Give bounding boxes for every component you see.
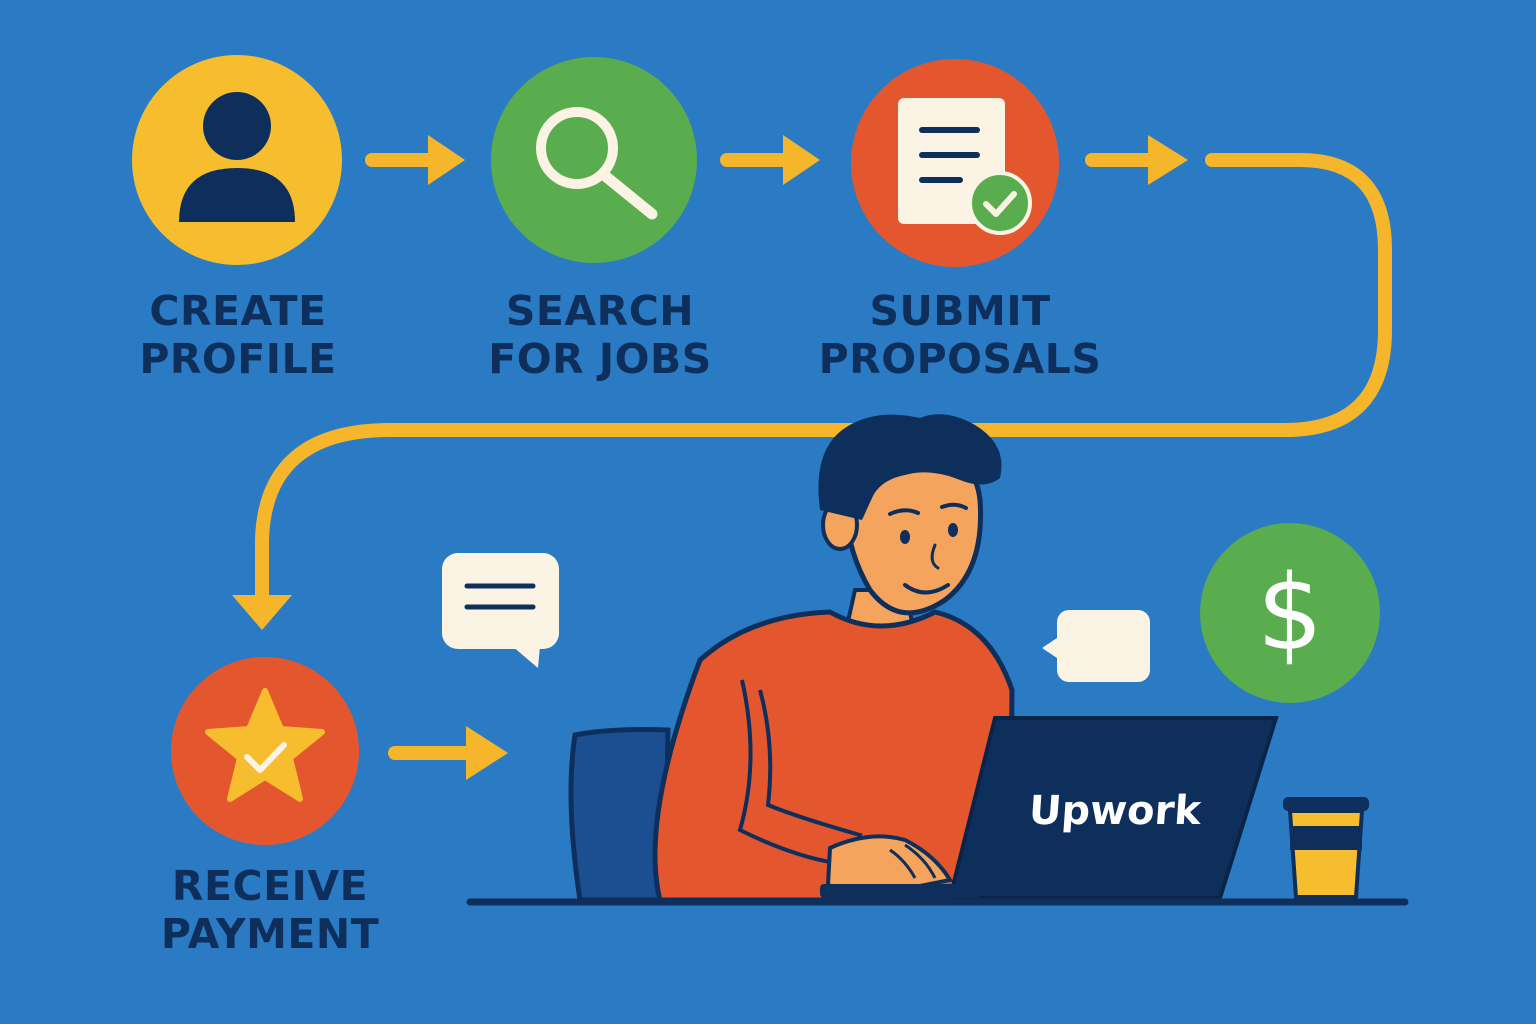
connector-arrowhead-icon [232,595,292,630]
arrow-3-icon [1085,135,1188,185]
step-label-search-jobs: SEARCH FOR JOBS [450,287,750,383]
dollar-badge [1200,523,1380,703]
magnifier-icon [536,107,658,220]
arrow-2-icon [720,135,820,185]
create-profile-step [132,55,342,265]
step-label-line: SUBMIT [869,287,1051,335]
step-label-line: RECEIVE [171,862,369,910]
star-check-icon [205,688,325,802]
step-label-line: PAYMENT [160,910,380,958]
step-label-create-profile: CREATE PROFILE [88,287,388,383]
document-check-icon [898,98,1032,235]
dollar-icon: $ [1256,552,1324,674]
chat-bubble-icon [442,553,559,668]
step-label-line: FOR JOBS [488,335,712,383]
receive-payment-step [171,657,359,845]
arrow-1-icon [365,135,465,185]
step-label-receive-payment: RECEIVE PAYMENT [120,862,420,958]
step-label-line: PROFILE [139,335,337,383]
submit-proposals-step [851,59,1059,267]
step-label-submit-proposals: SUBMIT PROPOSALS [790,287,1130,383]
flow-connector [255,153,1392,602]
message-bubble-icon [1042,610,1150,682]
step-label-line: SEARCH [505,287,695,335]
hair [818,414,1002,520]
search-jobs-step [491,57,697,263]
laptop-brand-logo: Upwork [1027,788,1203,834]
person-icon [179,92,295,222]
arrow-4-icon [388,726,508,780]
freelancer-person [652,414,1015,903]
step-label-line: PROPOSALS [818,335,1102,383]
step-label-line: CREATE [149,287,327,335]
coffee-cup-icon [1283,797,1369,899]
laptop [820,716,1279,900]
